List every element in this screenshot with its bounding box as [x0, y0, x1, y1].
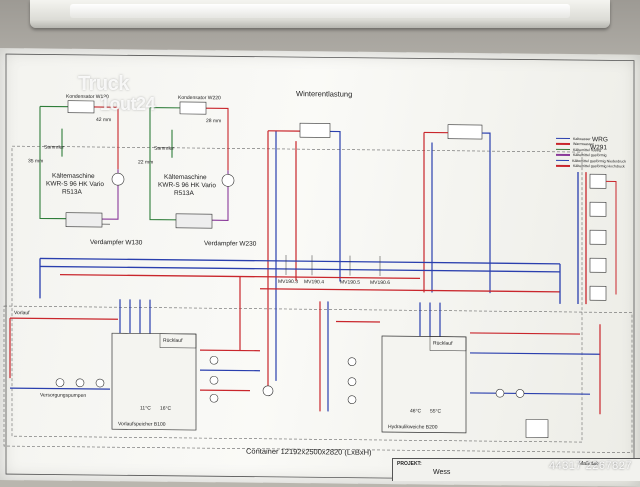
sensor-label-3: MV190.5: [340, 279, 361, 286]
pump-label: Versorgungspumpen: [40, 392, 87, 399]
legend-label: Kaltwasser: [573, 136, 591, 141]
machine2-evaporator-label: Verdampfer W230: [204, 240, 257, 248]
supply-label: Vorlauf: [14, 310, 30, 317]
winter-coil-right: [447, 124, 483, 140]
sensor-label-2: MV190.4: [304, 279, 325, 286]
legend-swatch: [556, 137, 570, 140]
tank1-label: Vorlaufspeicher B100: [118, 421, 166, 428]
container-outline: [11, 145, 583, 443]
winter-coil-left: [299, 122, 331, 138]
machine1-name-line2: KWR-S 96 HK Vario: [46, 180, 105, 189]
lamp-diffuser: [70, 4, 570, 18]
legend-swatch: [556, 159, 570, 162]
tank1-temp-b: 16°C: [160, 405, 172, 412]
tank2-return: [429, 336, 467, 352]
legend-label: Warmwasser: [573, 142, 594, 147]
tank1-temp-a: 11°C: [140, 405, 151, 412]
sensor-ticks: [285, 254, 381, 276]
project-label: PROJEKT:: [397, 461, 422, 467]
tank2-temp-a: 46°C: [410, 408, 422, 415]
legend-label: Kältemittel gasförmig Hochdruck: [573, 164, 625, 169]
machine2-name-line2: KWR-S 96 HK Vario: [158, 181, 217, 190]
legend-swatch: [556, 143, 570, 145]
winter-relief-right: [423, 131, 491, 294]
scale-label: Maßstab: [579, 461, 599, 467]
sensor-label-1: MV190.3: [278, 278, 299, 286]
pipe-legend: Kaltwasser Warmwasser Kältemittel flüssi…: [556, 136, 626, 170]
dim-label-3: 28 mm: [206, 118, 222, 125]
watermark-line2: 1out24: [100, 94, 156, 114]
container-outline-lower: [3, 305, 633, 453]
machine1-collector-label: Sammler: [44, 144, 65, 151]
watermark: Truck 1out24: [78, 73, 156, 114]
tank2-temp-b: 55°C: [430, 408, 442, 415]
machine2-condenser-label: Kondensator W220: [178, 94, 221, 102]
evaporator1: [65, 212, 103, 228]
board-frame: [5, 53, 635, 482]
legend-label: Kältemittel gasförmig Niederdruck: [572, 158, 626, 164]
tank2-return-label: Rücklauf: [433, 340, 453, 347]
machine2-name-line1: Kältemaschine: [164, 173, 207, 182]
container-dimensions: Container 12192x2500x2820 (LxBxH): [246, 446, 372, 457]
evaporator2: [175, 213, 213, 229]
machine1-evaporator-label: Verdampfer W130: [90, 238, 143, 247]
legend-item: Kältemittel gasförmig Hochdruck: [556, 163, 626, 169]
dim-label-2: 35 mm: [28, 158, 44, 165]
legend-swatch: [556, 154, 570, 156]
dim-label-1: 42 mm: [96, 117, 112, 124]
distribution-mains: [39, 172, 587, 305]
machine1-name-line3: R513A: [62, 188, 82, 196]
legend-label: Kältemittel flüssig: [573, 147, 601, 152]
legend-label: Kältemittel gasförmig: [573, 153, 607, 158]
ceiling-lamp: [30, 0, 610, 28]
schematic-board: Winterentlastung Kondensator W120 Sammle…: [0, 48, 640, 487]
watermark-line1: Truck: [78, 73, 129, 95]
tank1-return-label: Rücklauf: [163, 337, 183, 344]
title-block: PROJEKT: Wess Maßstab: [392, 458, 640, 481]
legend-swatch: [556, 148, 570, 151]
winter-relief-pipes: [267, 130, 341, 391]
tank2: [381, 335, 467, 434]
legend-swatch: [556, 165, 570, 167]
project-value: Wess: [433, 469, 451, 476]
pumps: [55, 355, 549, 439]
listing-id: 44317 2267827: [549, 460, 632, 472]
wrg-rack: [589, 173, 617, 301]
machine1-name-line1: Kältemaschine: [52, 172, 95, 180]
winter-relief-title: Winterentlastung: [296, 89, 353, 99]
tank1-return: [159, 333, 197, 349]
compressor1: [111, 172, 125, 186]
dim-label-4: 22 mm: [138, 159, 154, 166]
compressor2: [221, 174, 235, 187]
sensor-label-4: MV190.6: [370, 279, 391, 287]
machine2-name-line3: R513A: [174, 189, 194, 198]
condenser2: [179, 101, 207, 115]
tank2-label: Hydraulikweiche B200: [388, 424, 438, 431]
machine1-loop: [39, 105, 119, 225]
hydraulic-schematic: [3, 53, 635, 482]
tank1: [111, 332, 197, 431]
condenser1: [67, 100, 95, 114]
machine2-collector-label: Sammler: [154, 145, 175, 152]
machine2-loop: [149, 107, 229, 221]
